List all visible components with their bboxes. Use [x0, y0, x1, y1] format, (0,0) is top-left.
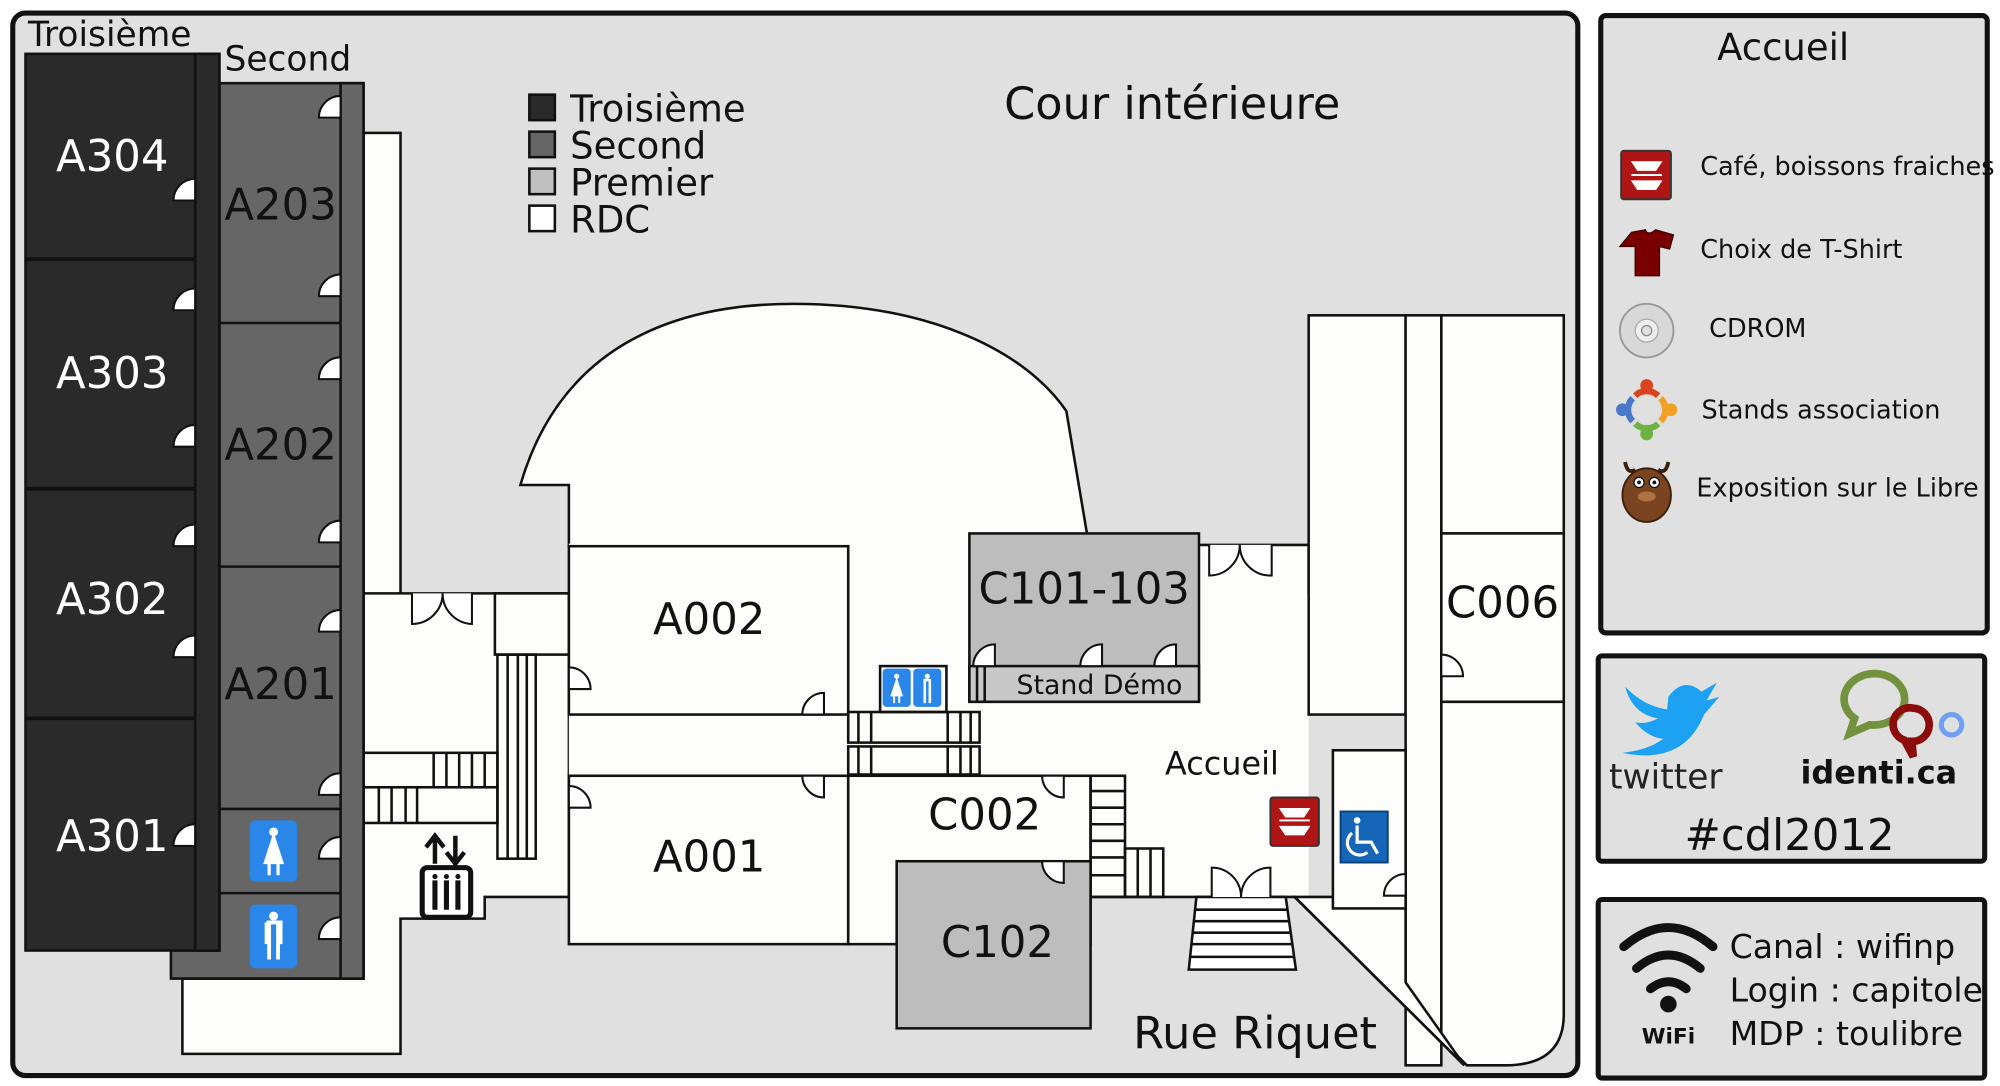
wifi-panel — [1595, 896, 1988, 1081]
association-icon — [1616, 379, 1678, 441]
hashtag-label: #cdl2012 — [1684, 811, 1894, 861]
legend-item-association: Stands association — [1702, 396, 1941, 426]
room-label-C102: C102 — [941, 918, 1054, 968]
legend-panel — [1598, 13, 1990, 636]
toilet-women-icon — [250, 820, 298, 882]
third-floor — [24, 52, 221, 952]
room-label-A202: A202 — [224, 420, 336, 470]
wifi-canal: Canal : wifinp — [1730, 927, 1956, 966]
dome — [518, 302, 1089, 548]
wifi-login: Login : capitole — [1730, 971, 1983, 1010]
identica-label[interactable]: identi.ca — [1800, 753, 1957, 791]
room-label-C101-103: C101-103 — [978, 565, 1189, 615]
room-C102[interactable] — [895, 859, 1092, 1030]
wheelchair-icon — [1339, 810, 1389, 864]
room-label-A304: A304 — [56, 132, 168, 182]
room-label-A001: A001 — [653, 832, 765, 882]
legend-item-gnu: Exposition sur le Libre — [1696, 473, 1978, 503]
room-label-A303: A303 — [56, 349, 168, 399]
room-label-C006: C006 — [1446, 579, 1559, 629]
legend-third: Troisième — [569, 87, 745, 130]
reception-label: Accueil — [1165, 745, 1279, 783]
room-label-A302: A302 — [56, 575, 168, 625]
stairs — [362, 653, 1298, 971]
floor-label-third: Troisième — [27, 15, 191, 55]
legend-first: Premier — [570, 161, 714, 204]
room-A001[interactable] — [567, 774, 850, 946]
stand-demo-label: Stand Démo — [1017, 670, 1183, 701]
legend-coffee-icon — [1620, 149, 1672, 201]
wifi-badge: WiFi — [1642, 1025, 1696, 1050]
elevator-icon — [419, 832, 474, 920]
wifi-password: MDP : toulibre — [1730, 1014, 1963, 1053]
cdrom-icon — [1618, 302, 1675, 359]
room-label-A002: A002 — [653, 595, 765, 645]
twitter-label[interactable]: twitter — [1609, 758, 1723, 798]
room-label-C002: C002 — [928, 790, 1041, 840]
floor-label-second: Second — [224, 39, 351, 79]
toilets-icon — [882, 668, 942, 707]
street-label: Rue Riquet — [1133, 1008, 1377, 1060]
courtyard-label: Cour intérieure — [1004, 78, 1340, 130]
twitter-bird-icon — [1622, 682, 1720, 756]
wifi-icon — [1619, 923, 1718, 1013]
floor-legend: Troisième Second Premier RDC — [528, 87, 746, 241]
tshirt-icon — [1618, 229, 1675, 277]
room-label-A301: A301 — [56, 812, 168, 862]
room-label-A203: A203 — [224, 181, 336, 231]
room-A002[interactable] — [567, 544, 850, 716]
legend-item-tshirt: Choix de T-Shirt — [1700, 235, 1902, 265]
doors — [172, 94, 1465, 941]
room-label-A201: A201 — [224, 660, 336, 710]
legend-item-cdrom: CDROM — [1709, 314, 1806, 344]
gnu-icon — [1621, 461, 1672, 523]
legend-item-coffee: Café, boissons fraiches — [1700, 152, 1994, 182]
coffee-icon — [1269, 796, 1320, 847]
legend-second: Second — [570, 124, 706, 167]
legend-rdc: RDC — [570, 198, 650, 241]
toilet-men-icon — [250, 904, 298, 969]
legend-panel-title: Accueil — [1717, 26, 1849, 69]
identica-icon — [1840, 669, 1965, 759]
second-floor — [169, 81, 365, 980]
